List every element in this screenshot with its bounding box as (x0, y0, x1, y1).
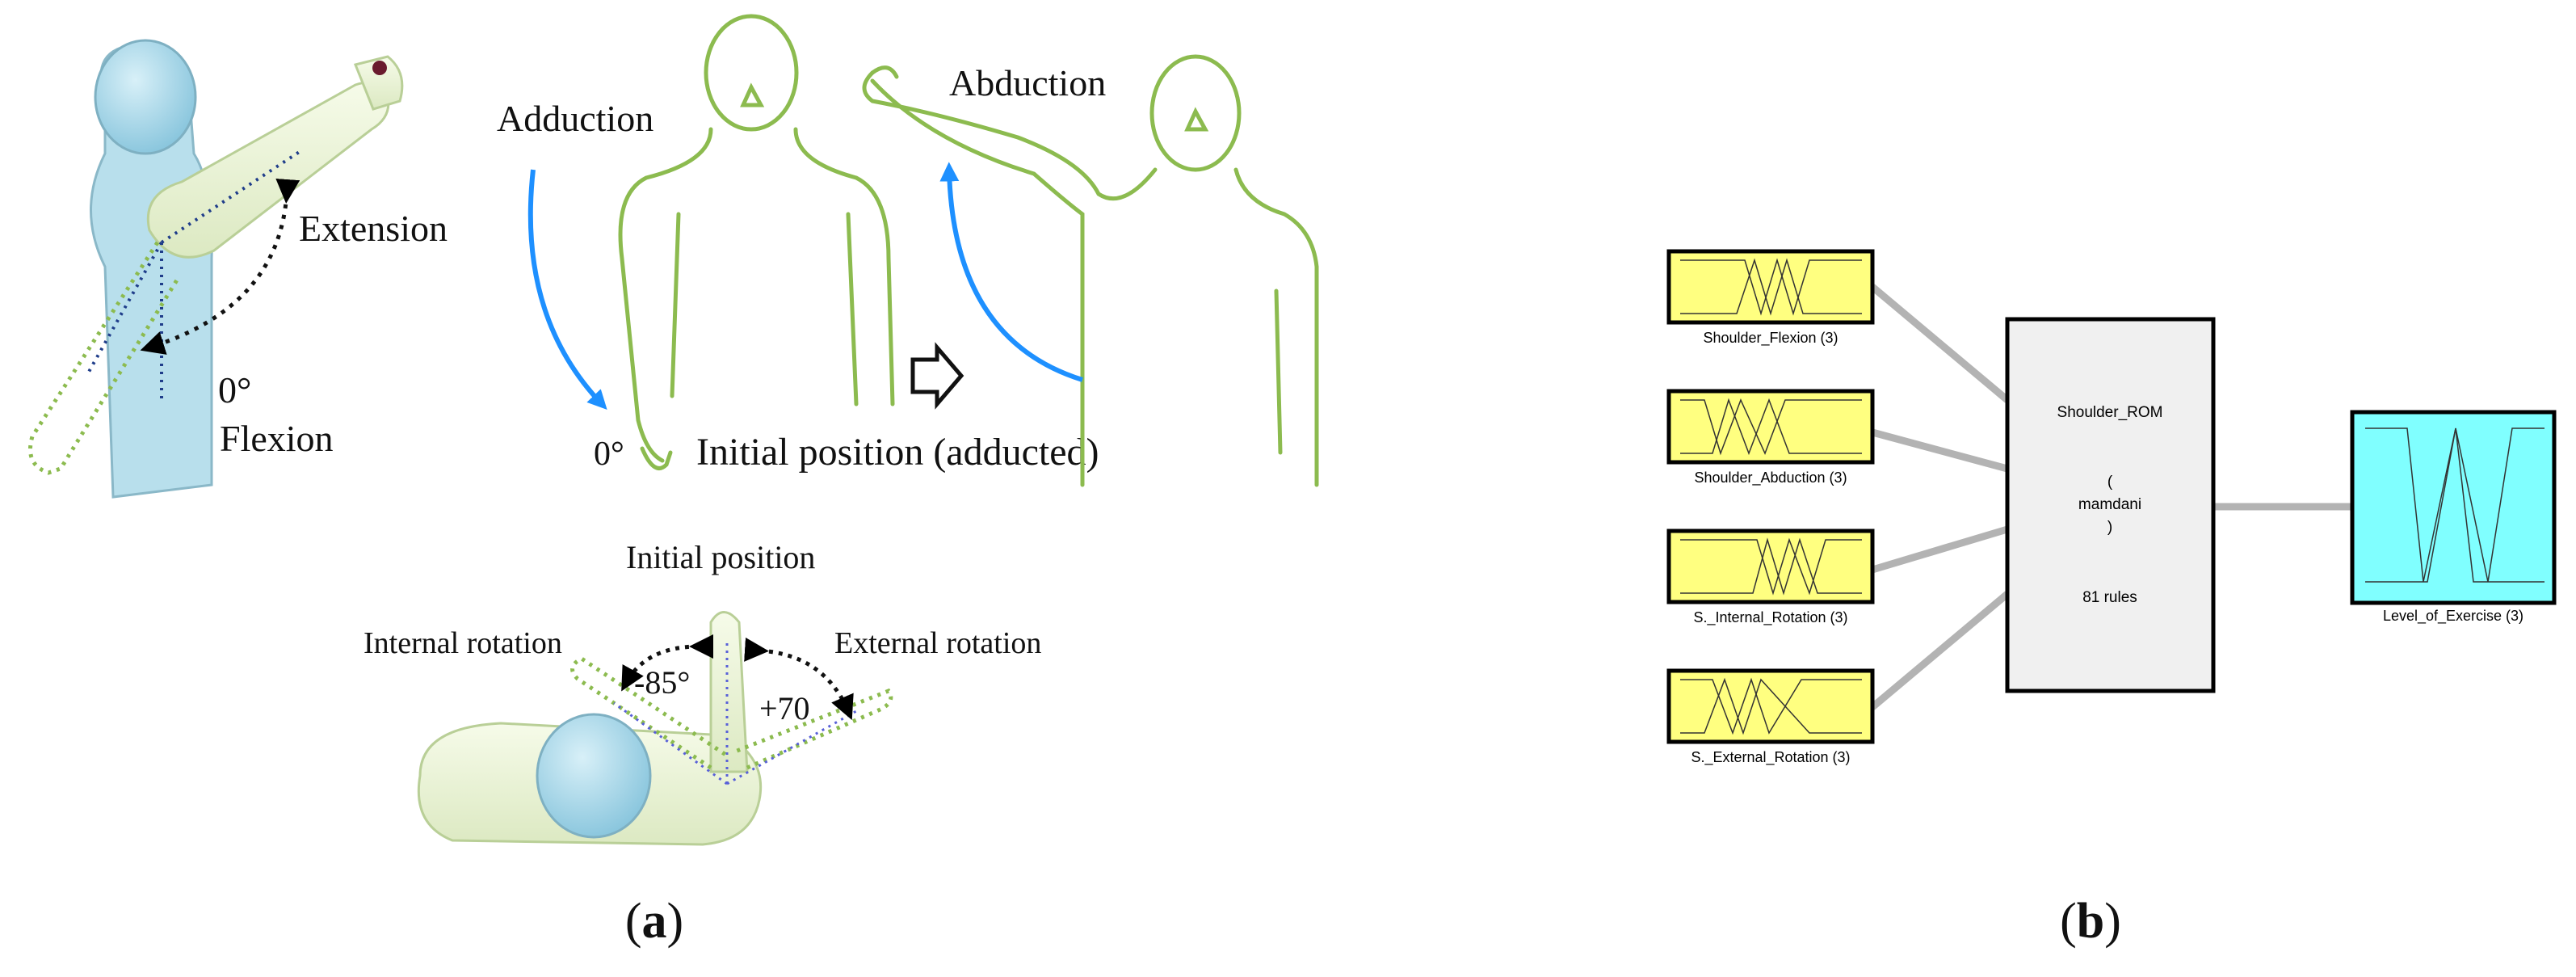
mf-curve-abduction-2 (1680, 398, 1862, 456)
abduction-head (1149, 54, 1242, 172)
fis-system-box (2005, 317, 2216, 693)
abduction-shoulder-right (1233, 167, 1319, 487)
mf-curve-flexion (1680, 258, 1862, 316)
flexion-extension-illustration (28, 39, 404, 499)
internal-axis (613, 701, 728, 785)
adduction-head (704, 14, 799, 132)
label-abduction: Abduction (949, 62, 1106, 103)
caption-a: (a) (625, 894, 683, 949)
external-axis (726, 710, 857, 785)
head-shape (94, 39, 197, 155)
abduction-torso-side (1274, 288, 1283, 455)
input-label-flexion: Shoulder_Flexion (3) (1703, 330, 1838, 347)
forearm-upright (709, 611, 749, 773)
abduction-raised-arm (862, 70, 1158, 201)
fis-paren-open: ( (2107, 474, 2113, 491)
label-extension: Extension (299, 208, 448, 249)
panel-b: Shoulder_Flexion (3) Shoulder_Abduction … (1666, 249, 2557, 949)
connector-internal (1871, 525, 2009, 574)
label-flexion-zero: 0° (218, 369, 251, 411)
input-block-abduction: Shoulder_Abduction (3) (1666, 389, 1875, 486)
label-initial-position-adducted: Initial position (adducted) (696, 431, 1099, 474)
label-adduction: Adduction (497, 98, 653, 139)
label-plus-70: +70 (759, 690, 810, 726)
connector-external (1870, 591, 2010, 710)
hand-marker (372, 61, 387, 75)
adduction-right-shoulder (793, 127, 895, 406)
abduction-figure (862, 54, 1319, 487)
label-initial-position: Initial position (626, 539, 815, 575)
connector-flexion (1870, 284, 2010, 403)
hand-shape (353, 55, 404, 111)
external-rotation-dashed-arm (734, 688, 893, 770)
label-initial-zero: 0° (594, 436, 624, 473)
abduction-blue-arrow (939, 162, 1083, 382)
panel-a: Extension 0° Flexion Adduction 0° Initia… (28, 14, 1319, 949)
mf-curve-external (1680, 677, 1862, 735)
arm-down-dashed-outline (28, 241, 180, 475)
label-external-rotation: External rotation (834, 626, 1041, 660)
external-rotation-arc (744, 637, 854, 721)
abduction-fist (870, 65, 899, 79)
adduction-figure (618, 14, 895, 470)
transition-arrow-icon (910, 342, 964, 410)
input-label-abduction: Shoulder_Abduction (3) (1694, 470, 1847, 486)
lying-head (536, 713, 652, 839)
label-internal-rotation: Internal rotation (363, 626, 562, 660)
rotation-illustration (417, 611, 893, 846)
adduction-blue-arrow (527, 169, 607, 410)
abduction-head-triangle (1184, 107, 1209, 132)
fis-system-name: Shoulder_ROM (2057, 404, 2163, 421)
output-label: Level_of_Exercise (3) (2383, 608, 2523, 625)
input-block-external-rotation: S._External_Rotation (3) (1666, 668, 1875, 766)
fis-rules-count: 81 rules (2082, 589, 2137, 606)
abduction-arm-lower (870, 78, 1085, 487)
connector-abduction (1871, 428, 2009, 473)
input-block-internal-rotation: S._Internal_Rotation (3) (1666, 529, 1875, 626)
input-box-internal-rotation (1666, 529, 1875, 604)
caption-b: (b) (2060, 894, 2121, 949)
input-box-abduction (1666, 389, 1875, 465)
fis-system-block: Shoulder_ROM ( mamdani ) 81 rules (2005, 317, 2216, 693)
mf-curve-internal-2 (1680, 537, 1862, 596)
output-block: Level_of_Exercise (3) (2350, 410, 2557, 625)
input-box-flexion (1666, 249, 1875, 325)
label-minus-85: -85° (634, 664, 690, 701)
mf-curve-flexion-2 (1680, 258, 1862, 316)
input-block-flexion: Shoulder_Flexion (3) (1666, 249, 1875, 347)
input-label-internal-rotation: S._Internal_Rotation (3) (1693, 609, 1847, 626)
mf-curve-output-2 (2365, 427, 2544, 583)
adduction-head-triangle (740, 82, 765, 107)
input-label-external-rotation: S._External_Rotation (3) (1691, 749, 1850, 766)
mf-curve-internal (1680, 537, 1862, 596)
adduction-torso-side (846, 212, 859, 406)
mf-curve-external-2 (1680, 677, 1862, 735)
adduction-arm-inner (670, 212, 681, 398)
adduction-body-outline (618, 127, 713, 463)
adduction-hand (640, 446, 673, 470)
fis-paren-close: ) (2107, 519, 2112, 536)
internal-rotation-arc (621, 634, 714, 692)
fis-method: mamdani (2078, 496, 2141, 513)
connector-lines (1870, 284, 2352, 710)
internal-rotation-dashed-arm (570, 656, 729, 770)
label-flexion: Flexion (220, 418, 334, 459)
mf-curve-abduction (1680, 398, 1862, 456)
